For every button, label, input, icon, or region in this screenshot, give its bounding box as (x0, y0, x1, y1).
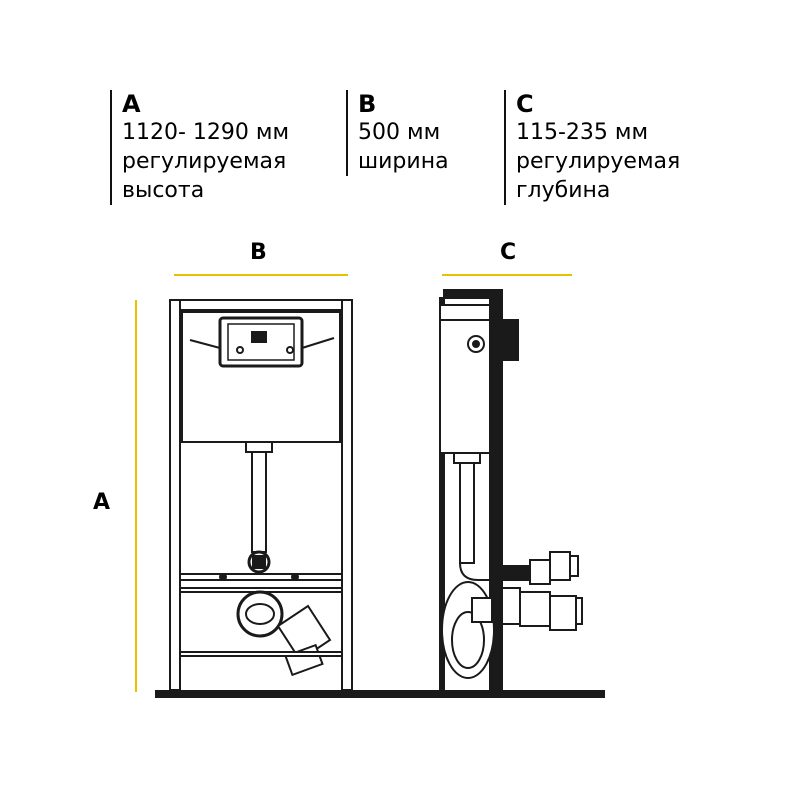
front-view-frame (169, 299, 353, 691)
spec-c-desc2: глубина (516, 178, 611, 203)
side-view-frame (439, 289, 583, 691)
floor (155, 690, 605, 698)
spec-c: C 115-235 мм регулируемая глубина (504, 90, 680, 205)
spec-a-letter: A (122, 90, 141, 118)
spec-b-letter: B (358, 90, 377, 118)
dimension-label-b: B (250, 240, 267, 265)
spec-a: A 1120- 1290 мм регулируемая высота (110, 90, 289, 205)
dimension-label-a: A (93, 490, 111, 515)
spec-b-size: 500 мм (358, 120, 441, 145)
spec-c-size: 115-235 мм (516, 120, 649, 145)
spec-c-letter: C (516, 90, 534, 118)
spec-a-desc2: высота (122, 178, 205, 203)
spec-a-size: 1120- 1290 мм (122, 120, 290, 145)
spec-b: B 500 мм ширина (346, 90, 449, 176)
spec-b-desc: ширина (358, 149, 449, 174)
dimension-label-c: C (500, 240, 517, 265)
spec-a-desc1: регулируемая (122, 149, 287, 174)
spec-c-desc1: регулируемая (516, 149, 681, 174)
